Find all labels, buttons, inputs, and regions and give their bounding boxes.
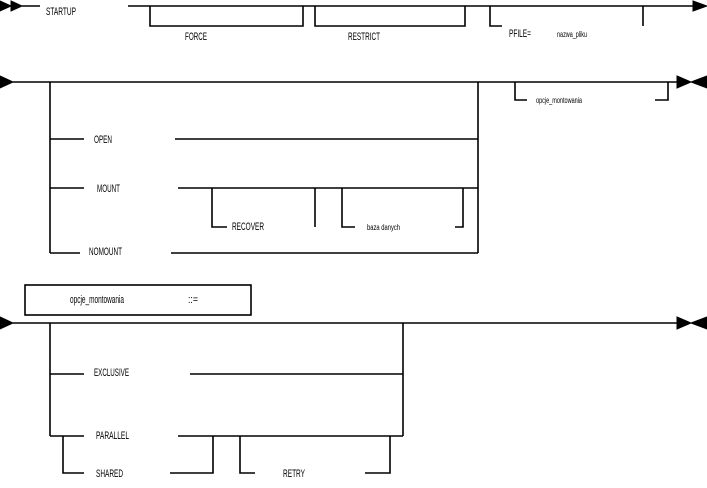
keyword-nomount: NOMOUNT	[89, 246, 122, 258]
keyword-mount: MOUNT	[97, 183, 120, 195]
row2-mode-line: OPEN MOUNT RECOVER baza danych NOMOUNT o…	[0, 75, 707, 258]
keyword-parallel: PARALLEL	[96, 430, 129, 442]
entry-arrow-icon	[0, 316, 15, 330]
branch-recover	[211, 188, 227, 228]
keyword-exclusive: EXCLUSIVE	[94, 367, 129, 379]
end-arrow-icon-2	[689, 316, 707, 330]
branch-shared	[62, 436, 84, 474]
keyword-shared: SHARED	[96, 468, 123, 480]
definition-name: opcje_montowania	[70, 294, 125, 306]
entry-arrow-icon	[0, 75, 15, 89]
placeholder-database: baza danych	[367, 223, 400, 232]
branch-database-end	[455, 188, 464, 228]
placeholder-mount-options: opcje_montowania	[536, 96, 582, 105]
branch-retry-end	[365, 436, 391, 474]
continue-arrow-icon	[692, 0, 707, 12]
branch-mount-options	[514, 82, 527, 101]
start-arrow-icon	[0, 0, 13, 12]
keyword-startup: STARTUP	[46, 6, 76, 18]
row3-mount-options-definition: opcje_montowania ::= EXCLUSIVE PARALLEL …	[0, 284, 707, 480]
end-arrow-icon-2	[689, 75, 707, 89]
branch-force	[149, 6, 304, 27]
keyword-open: OPEN	[94, 134, 112, 146]
branch-database	[341, 188, 355, 228]
start-arrow-icon-2	[10, 0, 24, 12]
keyword-restrict: RESTRICT	[348, 31, 380, 43]
keyword-retry: RETRY	[283, 468, 305, 480]
branch-mount-options-end	[655, 82, 669, 101]
branch-pfile	[489, 6, 502, 27]
definition-operator: ::=	[188, 294, 198, 306]
keyword-force: FORCE	[185, 31, 207, 43]
end-arrow-icon	[676, 316, 693, 330]
end-arrow-icon	[676, 75, 693, 89]
placeholder-filename: nazwa_pliku	[557, 30, 587, 39]
branch-retry	[239, 436, 255, 474]
definition-box	[24, 284, 252, 316]
keyword-recover: RECOVER	[232, 221, 264, 233]
branch-restrict	[314, 6, 466, 27]
branch-shared-end	[170, 436, 214, 474]
keyword-pfile: PFILE=	[509, 28, 531, 40]
row1-startup-line: STARTUP FORCE RESTRICT PFILE= nazwa_plik…	[0, 0, 707, 43]
